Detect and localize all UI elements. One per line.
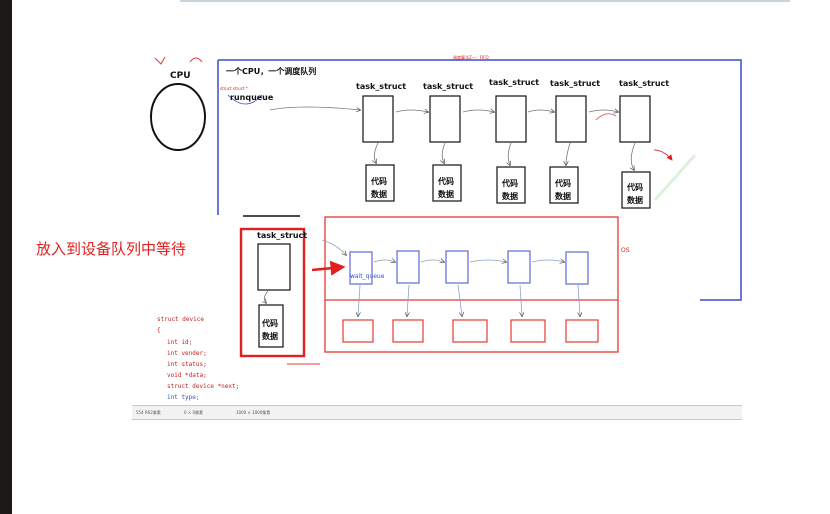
code-line-3: int id; xyxy=(167,339,193,346)
code-box-4 xyxy=(549,166,579,204)
code-label-2b: 数据 xyxy=(438,190,454,199)
code-label-1a: 代码 xyxy=(371,177,387,186)
code-label-5b: 数据 xyxy=(627,196,643,205)
runqueue-frame xyxy=(217,59,742,301)
task-label-1: task_struct xyxy=(356,82,407,91)
code-line-2: { xyxy=(157,327,161,334)
wait-box-2 xyxy=(396,250,420,284)
device-box-1 xyxy=(342,319,374,343)
code-label-5a: 代码 xyxy=(627,183,643,192)
waiting-task-label: task_struct xyxy=(257,231,308,240)
code-line-4: int vender; xyxy=(167,350,207,357)
wait-arrow xyxy=(311,260,346,276)
runqueue-label: runqueue xyxy=(230,93,274,102)
waiting-code-label-b: 数据 xyxy=(262,332,278,341)
wait-instruction: 放入到设备队列中等待 xyxy=(36,240,187,258)
task-box-4 xyxy=(555,95,587,143)
code-label-2a: 代码 xyxy=(438,177,454,186)
cpu-ellipse xyxy=(150,83,206,151)
code-label-3a: 代码 xyxy=(502,179,518,188)
code-line-1: struct device xyxy=(157,316,204,323)
waiting-task-box xyxy=(257,243,291,291)
code-label-4a: 代码 xyxy=(555,179,571,188)
runqueue-note: struct struct * xyxy=(220,86,248,91)
device-box-3 xyxy=(452,319,488,343)
device-box-5 xyxy=(565,319,599,343)
wait-box-5 xyxy=(565,251,589,285)
wait-box-4 xyxy=(507,250,531,284)
device-box-2 xyxy=(392,319,424,343)
wait-box-1 xyxy=(349,251,373,285)
wait-box-3 xyxy=(445,250,469,284)
code-box-1 xyxy=(365,164,395,202)
status-item-1: 554 R62像素 xyxy=(136,410,161,415)
code-label-1b: 数据 xyxy=(371,190,387,199)
cpu-label: CPU xyxy=(170,71,191,81)
waiting-code-label-a: 代码 xyxy=(262,319,278,328)
code-box-5 xyxy=(621,171,651,209)
os-label: OS xyxy=(621,247,630,254)
status-item-3: 1000 × 1000像素 xyxy=(236,410,271,415)
task-box-5 xyxy=(619,95,651,143)
code-box-2 xyxy=(432,164,462,202)
status-bar: 554 R62像素 0 × 0像素 1000 × 1000像素 xyxy=(132,405,742,420)
task-box-3 xyxy=(495,95,527,143)
waiting-task-highlight xyxy=(239,227,306,358)
task-label-5: task_struct xyxy=(619,79,670,88)
code-label-3b: 数据 xyxy=(502,192,518,201)
status-item-2: 0 × 0像素 xyxy=(184,410,203,415)
task-box-1 xyxy=(362,95,394,143)
cpu-queue-title: 一个CPU，一个调度队列 xyxy=(226,67,317,76)
device-frame xyxy=(324,216,619,353)
task-label-3: task_struct xyxy=(489,78,540,87)
code-line-5: int status; xyxy=(167,361,207,368)
device-box-4 xyxy=(510,319,546,343)
left-dark-edge xyxy=(0,0,12,514)
wait-queue-label: wait_queue xyxy=(350,273,385,280)
waiting-code-box xyxy=(258,304,284,348)
code-line-7: struct device *next; xyxy=(167,383,240,390)
code-label-4b: 数据 xyxy=(555,192,571,201)
code-line-6: void *data; xyxy=(167,372,207,379)
task-label-4: task_struct xyxy=(550,79,601,88)
top-note: 调度算法Z一：FIFO xyxy=(453,55,489,60)
code-box-3 xyxy=(496,166,526,204)
code-line-8: int type; xyxy=(167,394,200,401)
task-box-2 xyxy=(429,95,461,143)
top-toolbar-strip xyxy=(180,0,790,2)
task-label-2: task_struct xyxy=(423,82,474,91)
